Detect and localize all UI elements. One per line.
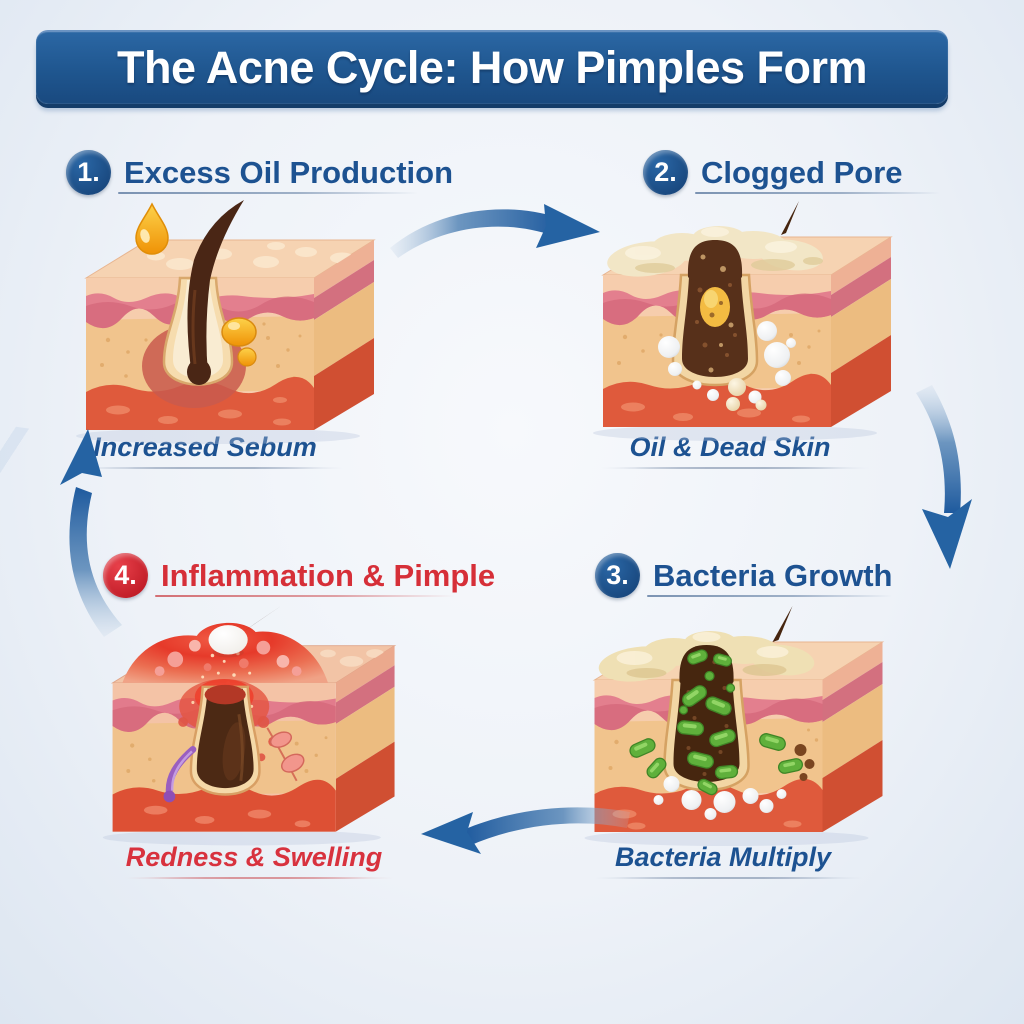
stage-2-title-underline bbox=[695, 192, 940, 194]
curved-arrow-down-icon bbox=[916, 385, 972, 569]
stage-3-title: Bacteria Growth bbox=[653, 557, 893, 593]
stage-4-title: Inflammation & Pimple bbox=[161, 557, 496, 593]
curved-arrow-up-icon bbox=[60, 429, 122, 637]
stage-1-title: Excess Oil Production bbox=[124, 154, 454, 190]
stage-1-header: 1. Excess Oil Production bbox=[66, 150, 453, 195]
stage-2-skin-illustration bbox=[593, 201, 893, 441]
stage-4-header: 4. Inflammation & Pimple bbox=[103, 553, 495, 598]
stage-1-skin-illustration bbox=[76, 200, 376, 444]
stage-2-number-badge: 2. bbox=[643, 150, 688, 195]
stage-3-title-underline bbox=[647, 595, 892, 597]
stage-4-skin-illustration bbox=[102, 604, 397, 846]
stage-3-header: 3. Bacteria Growth bbox=[595, 553, 892, 598]
stage-2-caption: Oil & Dead Skin bbox=[629, 432, 831, 462]
page-title: The Acne Cycle: How Pimples Form bbox=[116, 42, 868, 93]
curved-arrow-left-icon bbox=[421, 807, 630, 854]
stage-1-caption-underline bbox=[75, 467, 345, 469]
stage-4-number-badge: 4. bbox=[103, 553, 148, 598]
stage-2-caption-underline bbox=[600, 467, 870, 469]
stage-4-title-underline bbox=[155, 595, 455, 597]
stage-1-caption: Increased Sebum bbox=[93, 432, 317, 462]
stage-4-caption: Redness & Swelling bbox=[125, 842, 383, 872]
title-banner: The Acne Cycle: How Pimples Form bbox=[36, 30, 948, 104]
stage-3-number-badge: 3. bbox=[595, 553, 640, 598]
stage-1-title-underline bbox=[118, 192, 418, 194]
stage-2-title: Clogged Pore bbox=[701, 154, 903, 190]
stage-3-caption-underline bbox=[593, 877, 863, 879]
curved-arrow-right-icon bbox=[390, 204, 600, 258]
stage-3-skin-illustration bbox=[584, 606, 885, 846]
stage-2-header: 2. Clogged Pore bbox=[643, 150, 903, 195]
stage-4-caption-underline bbox=[124, 877, 394, 879]
stage-1-number-badge: 1. bbox=[66, 150, 111, 195]
stage-3-caption: Bacteria Multiply bbox=[614, 842, 832, 872]
